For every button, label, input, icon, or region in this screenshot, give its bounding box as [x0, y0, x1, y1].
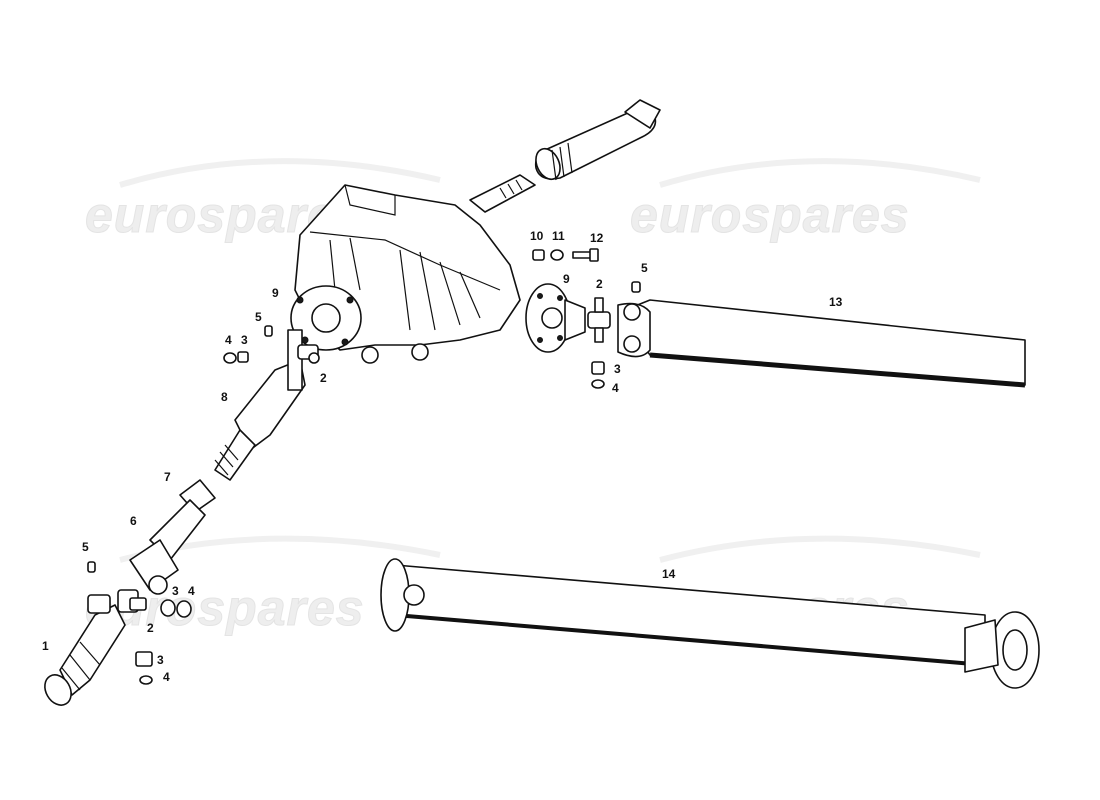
part-label-5a: 5	[82, 540, 89, 554]
part-label-4d: 4	[612, 381, 619, 395]
part-label-1: 1	[42, 639, 49, 653]
propshaft-14	[380, 558, 1040, 689]
part-label-2c: 2	[596, 277, 603, 291]
differential-housing	[290, 184, 521, 364]
watermark-swoosh	[659, 158, 981, 188]
part-label-5b: 5	[255, 310, 262, 324]
part-label-3c: 3	[241, 333, 248, 347]
part-label-13: 13	[829, 295, 843, 309]
part-label-9a: 9	[272, 286, 279, 300]
part-label-6: 6	[130, 514, 137, 528]
watermark-text: eurospares	[630, 187, 910, 243]
part-label-12: 12	[590, 231, 604, 245]
part-label-5c: 5	[641, 261, 648, 275]
part-label-10: 10	[530, 229, 544, 243]
part-label-3b: 3	[172, 584, 179, 598]
part-label-3a: 3	[157, 653, 164, 667]
right-flange-joint	[525, 281, 641, 389]
watermark-swoosh	[119, 158, 441, 188]
part-label-2a: 2	[147, 621, 154, 635]
left-driveshaft-assembly	[44, 325, 320, 706]
watermark-text: eurospares	[85, 187, 365, 243]
part-label-4c: 4	[225, 333, 232, 347]
part-label-8: 8	[221, 390, 228, 404]
part-label-3d: 3	[614, 362, 621, 376]
part-label-2b: 2	[320, 371, 327, 385]
part-label-9b: 9	[563, 272, 570, 286]
part-label-14: 14	[662, 567, 676, 581]
part-label-11: 11	[552, 229, 565, 243]
watermark-swoosh	[659, 535, 981, 563]
part-label-4a: 4	[163, 670, 170, 684]
bolt-nut-washer-set	[532, 248, 599, 262]
propshaft-13	[617, 299, 1026, 388]
part-label-4b: 4	[188, 584, 195, 598]
gearbox-output-shaft	[469, 99, 661, 213]
part-label-7: 7	[164, 470, 171, 484]
